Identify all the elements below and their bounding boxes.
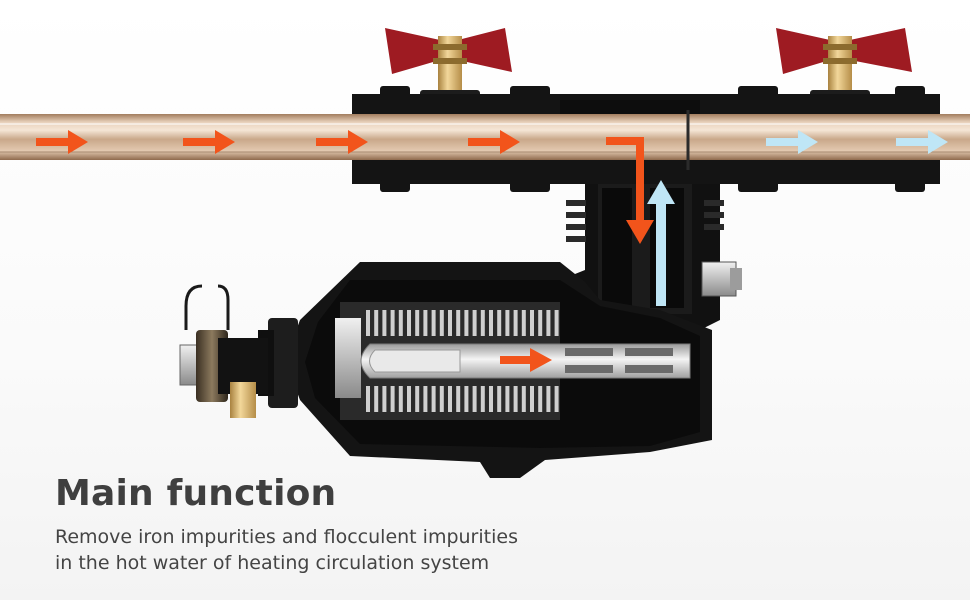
outflow-arrow-icon	[766, 130, 818, 154]
copper-pipe	[0, 114, 970, 160]
cage-bar	[448, 310, 452, 336]
valve-handle-icon	[776, 28, 912, 74]
cage-bar	[382, 386, 387, 412]
cage-bar	[415, 386, 420, 412]
cage-bar	[546, 386, 551, 412]
caption-description: Remove iron impurities and flocculent im…	[55, 524, 675, 576]
cage-bar	[538, 386, 543, 412]
outflow-arrow-icon	[647, 180, 675, 306]
cage-bar	[521, 386, 526, 412]
cage-bar	[423, 386, 428, 412]
cage-bar	[431, 310, 436, 336]
cage-bar	[546, 310, 551, 336]
cage-bar	[439, 386, 444, 412]
cage-bar	[513, 386, 518, 412]
flow-arrows	[36, 130, 948, 372]
cage-bar	[390, 310, 395, 336]
cage-bar	[456, 386, 461, 412]
cage-bar	[456, 310, 461, 336]
cage-bar	[464, 310, 469, 336]
cage-bar	[480, 310, 485, 336]
cage-bar	[480, 386, 485, 412]
caption-description-line-2: in the hot water of heating circulation …	[55, 552, 490, 574]
cage-bar	[464, 386, 469, 412]
inflow-arrow-icon	[36, 130, 88, 154]
cage-bar	[530, 310, 534, 336]
cage-bar	[390, 386, 395, 412]
cage-bar	[366, 386, 370, 412]
cage-bar	[505, 310, 510, 336]
cage-bar	[497, 386, 502, 412]
cage-bar	[439, 310, 444, 336]
caption-block: Main function Remove iron impurities and…	[55, 470, 675, 576]
cage-bar	[538, 310, 543, 336]
cage-bar	[513, 310, 518, 336]
cage-bar	[489, 386, 493, 412]
cage-bar	[489, 310, 493, 336]
cage-bar	[366, 310, 370, 336]
cage-bar	[374, 386, 379, 412]
right-ball-valve	[776, 28, 912, 100]
cage-bar	[398, 386, 403, 412]
cage-bar	[382, 310, 387, 336]
air-vent-cap	[179, 284, 268, 418]
cage-bar	[398, 310, 403, 336]
cage-bar	[554, 386, 559, 412]
inflow-arrow-icon	[500, 348, 552, 372]
cage-bar	[472, 386, 477, 412]
inflow-arrow-icon	[183, 130, 235, 154]
inflow-arrow-icon	[606, 137, 654, 244]
cage-bar	[448, 386, 452, 412]
cage-bar	[505, 386, 510, 412]
inflow-arrow-icon	[468, 130, 520, 154]
cage-bar	[530, 386, 534, 412]
cage-bar	[423, 310, 428, 336]
caption-title: Main function	[55, 473, 337, 514]
caption-description-line-1: Remove iron impurities and flocculent im…	[55, 526, 518, 548]
valve-handle-icon	[385, 28, 512, 74]
cage-bar	[497, 310, 502, 336]
cage-bar	[415, 310, 420, 336]
inflow-arrow-icon	[316, 130, 368, 154]
cage-bar	[407, 310, 411, 336]
cage-bar	[521, 310, 526, 336]
cage-bar	[431, 386, 436, 412]
outflow-arrow-icon	[896, 130, 948, 154]
cage-bar	[407, 386, 411, 412]
cage-bar	[554, 310, 559, 336]
cage-bar	[374, 310, 379, 336]
cage-bar	[472, 310, 477, 336]
pipe-fittings	[352, 86, 940, 192]
